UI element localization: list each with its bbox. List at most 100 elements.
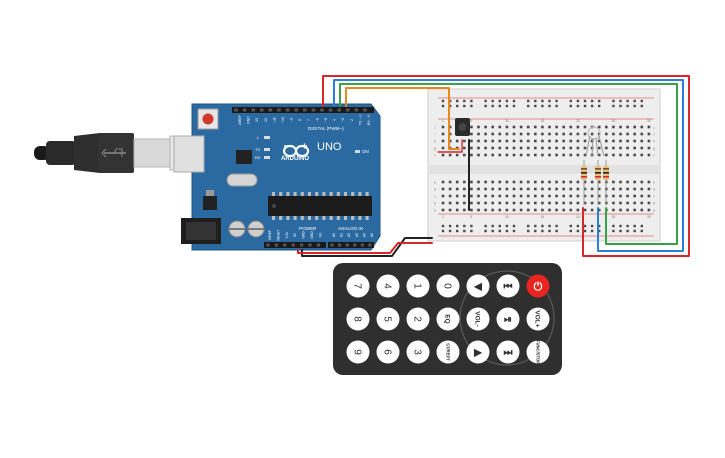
- breadboard-hole[interactable]: [576, 146, 580, 150]
- breadboard-hole[interactable]: [455, 208, 459, 212]
- breadboard-hole[interactable]: [583, 153, 587, 157]
- power-pin[interactable]: [266, 243, 270, 247]
- breadboard-hole[interactable]: [541, 187, 544, 191]
- rail-hole[interactable]: [590, 229, 594, 233]
- breadboard-hole[interactable]: [640, 139, 644, 143]
- breadboard-hole[interactable]: [555, 201, 558, 205]
- digital-pin[interactable]: [328, 108, 333, 112]
- remote-button-12[interactable]: VOL-: [466, 307, 490, 331]
- rail-hole[interactable]: [441, 224, 445, 228]
- rail-hole[interactable]: [583, 104, 587, 108]
- rail-hole[interactable]: [619, 99, 622, 103]
- rail-hole[interactable]: [512, 229, 516, 233]
- breadboard-hole[interactable]: [583, 146, 587, 150]
- rail-hole[interactable]: [498, 224, 501, 228]
- breadboard-hole[interactable]: [612, 146, 615, 150]
- remote-button-1[interactable]: 7: [346, 274, 370, 298]
- analog-pin[interactable]: [338, 243, 342, 247]
- breadboard-hole[interactable]: [555, 146, 558, 150]
- breadboard-hole[interactable]: [548, 208, 551, 212]
- breadboard-hole[interactable]: [548, 139, 551, 143]
- digital-pin[interactable]: [285, 108, 290, 112]
- rail-hole[interactable]: [598, 104, 601, 108]
- remote-button-7[interactable]: ⏻: [526, 274, 550, 298]
- breadboard-hole[interactable]: [448, 194, 452, 198]
- breadboard-hole[interactable]: [519, 125, 523, 129]
- breadboard-hole[interactable]: [619, 132, 622, 136]
- breadboard-hole[interactable]: [633, 187, 636, 191]
- rail-hole[interactable]: [626, 104, 629, 108]
- breadboard-hole[interactable]: [470, 208, 473, 212]
- breadboard-hole[interactable]: [569, 132, 573, 136]
- rail-hole[interactable]: [470, 229, 473, 233]
- rail-hole[interactable]: [534, 224, 537, 228]
- breadboard-hole[interactable]: [526, 201, 530, 205]
- breadboard-hole[interactable]: [526, 125, 530, 129]
- breadboard-hole[interactable]: [455, 201, 459, 205]
- breadboard-hole[interactable]: [526, 146, 530, 150]
- remote-button-8[interactable]: 8: [346, 307, 370, 331]
- breadboard-hole[interactable]: [541, 132, 544, 136]
- breadboard-hole[interactable]: [569, 208, 573, 212]
- rail-hole[interactable]: [498, 229, 501, 233]
- breadboard-hole[interactable]: [441, 153, 445, 157]
- breadboard-hole[interactable]: [548, 125, 551, 129]
- remote-button-19[interactable]: ▶: [466, 340, 490, 364]
- breadboard-hole[interactable]: [505, 201, 509, 205]
- breadboard-hole[interactable]: [534, 125, 537, 129]
- breadboard-hole[interactable]: [526, 139, 530, 143]
- breadboard-hole[interactable]: [526, 187, 530, 191]
- breadboard-hole[interactable]: [541, 194, 544, 198]
- breadboard-hole[interactable]: [519, 187, 523, 191]
- breadboard-hole[interactable]: [590, 180, 594, 184]
- breadboard-hole[interactable]: [463, 187, 466, 191]
- breadboard-hole[interactable]: [477, 146, 480, 150]
- breadboard-hole[interactable]: [640, 125, 644, 129]
- rail-hole[interactable]: [541, 229, 544, 233]
- breadboard-hole[interactable]: [647, 208, 651, 212]
- breadboard-hole[interactable]: [448, 139, 452, 143]
- breadboard-hole[interactable]: [541, 146, 544, 150]
- breadboard-hole[interactable]: [647, 132, 651, 136]
- breadboard-hole[interactable]: [512, 194, 516, 198]
- breadboard-hole[interactable]: [583, 139, 587, 143]
- breadboard-hole[interactable]: [519, 153, 523, 157]
- breadboard-hole[interactable]: [477, 180, 480, 184]
- rail-hole[interactable]: [463, 104, 466, 108]
- rail-hole[interactable]: [576, 99, 580, 103]
- remote-button-13[interactable]: ⏯: [496, 307, 520, 331]
- rail-hole[interactable]: [505, 229, 509, 233]
- breadboard-hole[interactable]: [526, 208, 530, 212]
- rail-hole[interactable]: [456, 99, 459, 103]
- breadboard-hole[interactable]: [526, 132, 530, 136]
- remote-button-2[interactable]: 4: [376, 274, 400, 298]
- breadboard-hole[interactable]: [470, 194, 473, 198]
- rail-hole[interactable]: [448, 229, 452, 233]
- remote-button-6[interactable]: ⏮: [496, 274, 520, 298]
- rail-hole[interactable]: [612, 229, 615, 233]
- breadboard-hole[interactable]: [626, 146, 629, 150]
- breadboard-hole[interactable]: [491, 187, 494, 191]
- breadboard-hole[interactable]: [470, 132, 473, 136]
- breadboard-hole[interactable]: [505, 146, 509, 150]
- rail-hole[interactable]: [612, 104, 615, 108]
- breadboard-hole[interactable]: [569, 146, 573, 150]
- rail-hole[interactable]: [441, 229, 445, 233]
- breadboard-hole[interactable]: [647, 153, 651, 157]
- rail-hole[interactable]: [527, 99, 530, 103]
- breadboard-hole[interactable]: [548, 153, 551, 157]
- rail-hole[interactable]: [548, 229, 551, 233]
- breadboard-hole[interactable]: [477, 139, 480, 143]
- analog-pin[interactable]: [353, 243, 357, 247]
- breadboard-hole[interactable]: [505, 153, 509, 157]
- rail-hole[interactable]: [569, 99, 572, 103]
- breadboard-hole[interactable]: [590, 187, 594, 191]
- breadboard-hole[interactable]: [519, 201, 523, 205]
- breadboard-hole[interactable]: [498, 201, 502, 205]
- breadboard-hole[interactable]: [597, 125, 601, 129]
- breadboard-hole[interactable]: [441, 146, 445, 150]
- breadboard-hole[interactable]: [605, 153, 608, 157]
- rail-hole[interactable]: [463, 224, 466, 228]
- breadboard-hole[interactable]: [512, 146, 516, 150]
- breadboard-hole[interactable]: [477, 194, 480, 198]
